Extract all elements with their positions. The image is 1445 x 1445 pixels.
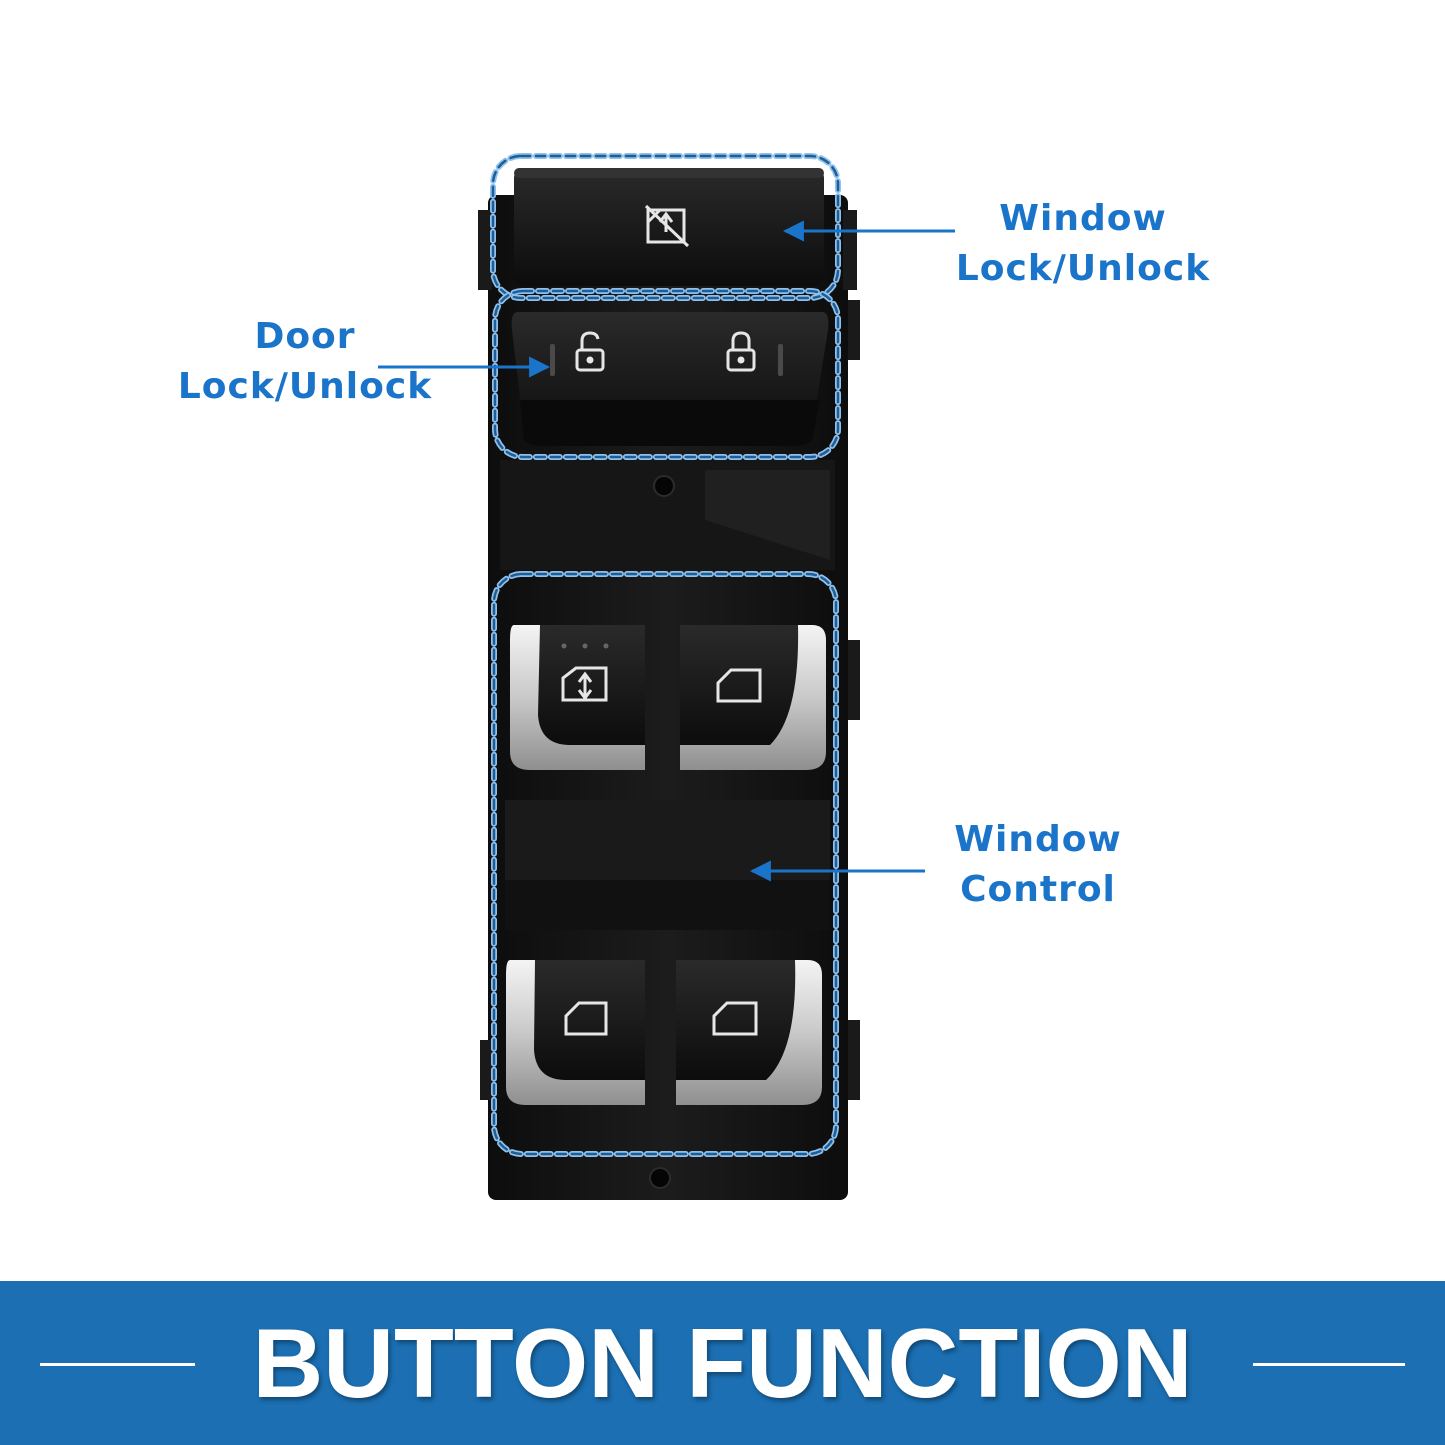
window-icon xyxy=(564,1001,608,1036)
switch-panel xyxy=(478,195,860,1200)
banner-rule-left xyxy=(40,1363,195,1366)
door-lock-label-line1: Door xyxy=(254,316,356,357)
window-control-label-line2: Control xyxy=(960,869,1116,910)
door-lock-label-line2: Lock/Unlock xyxy=(177,366,433,407)
front-left-window-switch[interactable] xyxy=(510,625,645,770)
window-icon xyxy=(716,668,762,703)
front-right-window-switch[interactable] xyxy=(680,625,826,770)
door-lock-label: Door Lock/Unlock xyxy=(155,312,455,412)
screw-hole xyxy=(649,1167,671,1189)
window-lock-icon xyxy=(644,204,690,248)
window-icon xyxy=(712,1001,758,1036)
window-lock-label-line1: Window xyxy=(999,198,1167,239)
banner-title: BUTTON FUNCTION xyxy=(252,1308,1193,1418)
window-lock-label: Window Lock/Unlock xyxy=(930,194,1236,294)
window-lock-label-line2: Lock/Unlock xyxy=(955,248,1211,289)
screw-hole xyxy=(653,475,675,497)
unlock-padlock-icon xyxy=(575,331,605,372)
door-lock-rocker[interactable] xyxy=(511,312,829,446)
window-control-label-line1: Window xyxy=(954,819,1122,860)
footer-banner xyxy=(0,1281,1445,1445)
banner-rule-right xyxy=(1253,1363,1405,1366)
highlight-regions xyxy=(490,153,841,1157)
callout-arrows xyxy=(378,220,955,882)
lock-padlock-icon xyxy=(726,331,756,372)
window-control-label: Window Control xyxy=(920,815,1156,915)
auto-window-icon xyxy=(561,666,608,702)
